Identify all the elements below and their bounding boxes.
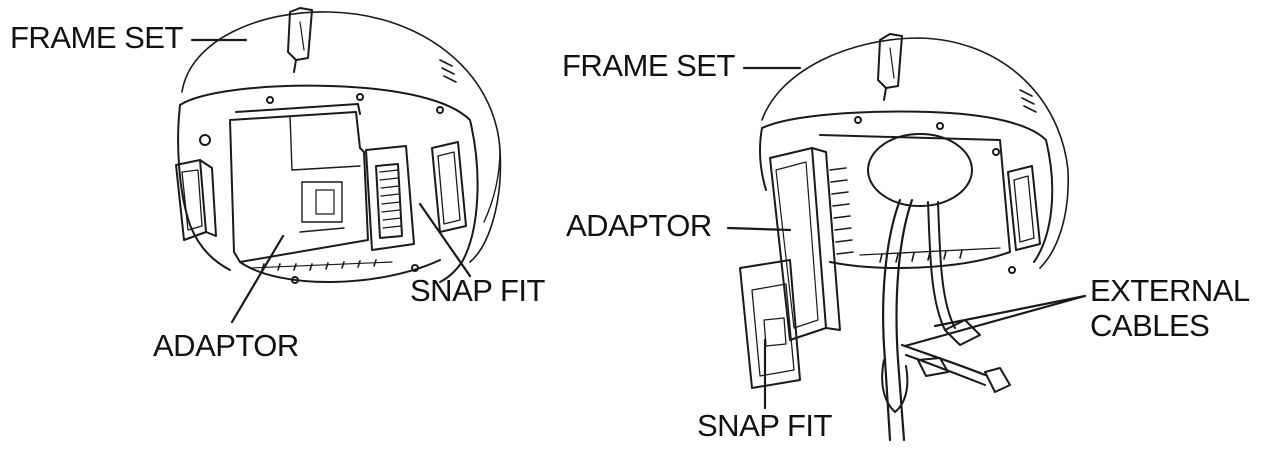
left-mount-post (287, 7, 313, 61)
leader-external-cables-1 (933, 294, 1087, 328)
right-vent-slots (1019, 89, 1037, 113)
leader-adaptor-left (230, 234, 285, 324)
left-connector-block (365, 145, 415, 251)
right-snap-fit-housing (739, 259, 801, 389)
label-frame-set-left: FRAME SET (10, 20, 183, 55)
leader-snap-fit-left (418, 202, 472, 278)
label-snap-fit-left: SNAP FIT (410, 273, 545, 308)
cable-hole (867, 133, 973, 207)
label-snap-fit-right: SNAP FIT (697, 408, 832, 443)
right-base-plate (819, 134, 1011, 269)
label-external-cables: EXTERNAL CABLES (1090, 273, 1250, 343)
left-frame-dome (181, 11, 502, 263)
label-external-cables-line2: CABLES (1090, 307, 1210, 343)
left-frame-rim (179, 84, 479, 283)
label-frame-set-right: FRAME SET (562, 48, 735, 83)
label-adaptor-right: ADAPTOR (566, 208, 712, 243)
right-dome-unit (739, 33, 1070, 442)
right-side-bracket (431, 141, 467, 233)
leader-adaptor-right (726, 226, 792, 232)
left-base-plate (239, 259, 441, 284)
right-frame-dome (761, 37, 1070, 269)
left-dome-unit (175, 7, 502, 284)
left-vent-slots (439, 59, 457, 83)
label-external-cables-line1: EXTERNAL (1090, 273, 1250, 308)
label-adaptor-left: ADAPTOR (153, 328, 299, 363)
right-mount-post (877, 33, 903, 89)
right-frame-rim (761, 110, 1054, 263)
leader-external-cables-2 (903, 294, 1087, 348)
left-adaptor-board (229, 111, 369, 263)
external-cables (881, 198, 1011, 442)
right-unit-side-bracket (1007, 165, 1041, 251)
